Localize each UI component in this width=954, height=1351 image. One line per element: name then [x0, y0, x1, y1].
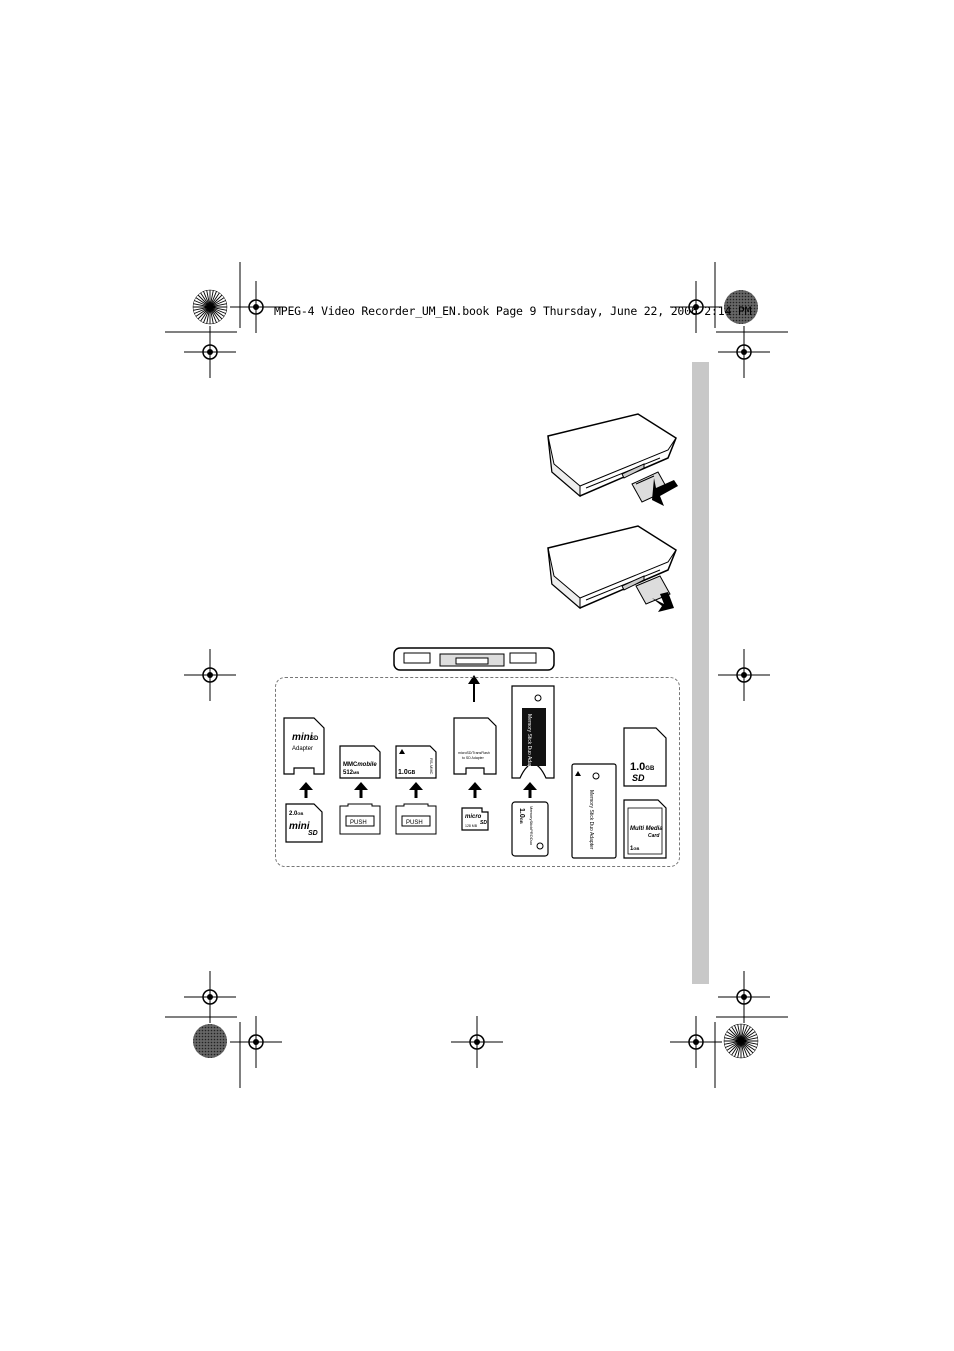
card-eject-illustration — [547, 525, 677, 612]
svg-text:Card: Card — [648, 833, 660, 839]
svg-text:SD: SD — [308, 830, 318, 837]
svg-text:microSD/TransFlash: microSD/TransFlash — [458, 751, 490, 755]
svg-text:mini: mini — [292, 732, 313, 743]
device-front-slot-view — [393, 647, 555, 671]
microsd-adapter-card: microSD/TransFlash to SD Adapter — [453, 717, 497, 775]
minisd-adapter-card: mini SD Adapter — [283, 717, 325, 775]
svg-text:2.0GB: 2.0GB — [289, 811, 303, 817]
multimedia-card: Multi Media Card 1GB — [623, 799, 667, 859]
svg-text:1.0GB: 1.0GB — [398, 769, 416, 776]
rs-mmc-push-adapter: PUSH — [395, 803, 437, 835]
memory-stick-duo-adapter-large: Memory Stick Duo Adapter — [571, 763, 617, 859]
svg-text:128 MB: 128 MB — [465, 824, 478, 828]
svg-text:Multi Media: Multi Media — [630, 826, 663, 832]
slot-arrow-icon — [468, 675, 480, 702]
svg-text:Memory Stick Duo Adapter: Memory Stick Duo Adapter — [588, 790, 594, 850]
mmc-mobile-push-adapter: PUSH — [339, 803, 381, 835]
up-arrow-icon — [409, 782, 423, 798]
svg-text:SD: SD — [480, 820, 487, 826]
svg-text:micro: micro — [465, 814, 482, 820]
memory-stick-duo-adapter: Memory Stick Duo Adapter — [511, 685, 555, 779]
up-arrow-icon — [299, 782, 313, 798]
svg-text:Memory Stick Duo Adapter: Memory Stick Duo Adapter — [526, 714, 532, 774]
svg-text:MemoryStickPRODuo: MemoryStickPRODuo — [529, 806, 534, 846]
compatible-cards-panel — [275, 677, 680, 867]
svg-text:PUSH: PUSH — [406, 820, 423, 826]
minisd-card: 2.0GB mini SD — [285, 803, 323, 843]
svg-text:to SD Adapter: to SD Adapter — [462, 756, 485, 760]
rs-mmc-card: 1.0GB RS-MMC — [395, 745, 437, 779]
book-file-info: MPEG-4 Video Recorder_UM_EN.book Page 9 … — [274, 304, 752, 318]
svg-text:1GB: 1GB — [630, 846, 639, 852]
microsd-card: micro SD 128 MB — [461, 807, 489, 831]
svg-text:PUSH: PUSH — [350, 820, 367, 826]
memory-stick-pro-duo: 1.0GB MemoryStickPRODuo — [511, 801, 549, 857]
svg-text:RS-MMC: RS-MMC — [429, 758, 434, 775]
svg-text:1.0GB: 1.0GB — [630, 761, 655, 773]
up-arrow-icon — [468, 782, 482, 798]
card-insert-illustration — [547, 413, 678, 506]
up-arrow-icon — [354, 782, 368, 798]
sd-card: 1.0GB SD — [623, 727, 667, 787]
up-arrow-icon — [523, 782, 537, 798]
svg-text:Adapter: Adapter — [292, 746, 313, 752]
svg-text:SD: SD — [310, 736, 319, 742]
svg-text:1.0GB: 1.0GB — [518, 808, 525, 824]
svg-text:SD: SD — [632, 773, 645, 783]
chapter-side-tab — [692, 362, 709, 984]
svg-text:mini: mini — [289, 821, 310, 832]
svg-text:MMCmobile: MMCmobile — [343, 762, 377, 768]
svg-text:512MB: 512MB — [343, 770, 359, 776]
mmc-mobile-card: MMCmobile 512MB — [339, 745, 381, 779]
